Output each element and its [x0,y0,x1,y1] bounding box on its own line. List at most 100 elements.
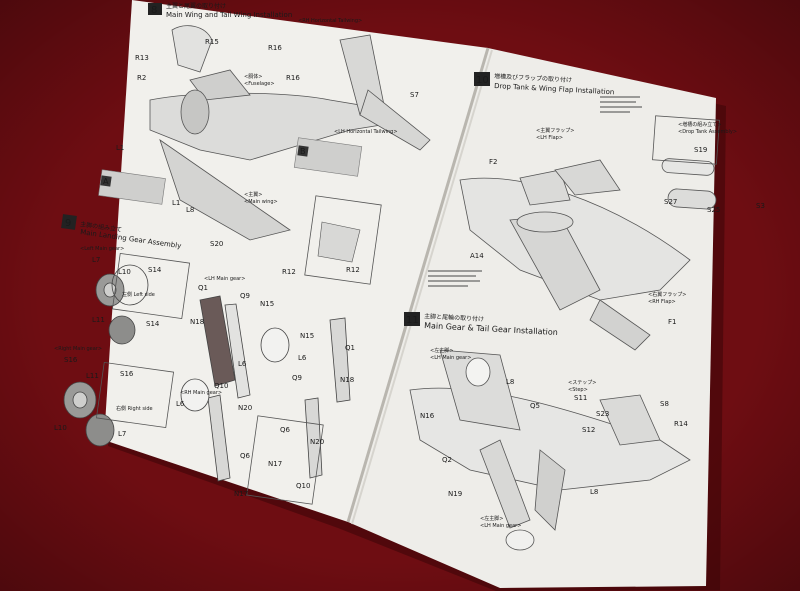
svg-text:Q2: Q2 [442,456,452,464]
step8-header: 8 主翼と尾翼の取り付け Main Wing and Tail Wing Ins… [148,2,292,19]
step10-part-labels: F2 S19 S27 S25 S3 A14 F1 <主翼フラップ> <LH Fl… [470,121,765,326]
svg-text:L10: L10 [118,268,131,276]
svg-text:L7: L7 [92,256,100,264]
svg-text:S23: S23 [596,410,609,418]
svg-text:Q6: Q6 [280,426,291,434]
svg-text:L1: L1 [116,144,124,152]
svg-text:F1: F1 [668,318,676,326]
svg-text:R12: R12 [282,268,296,276]
svg-text:S27: S27 [664,198,677,206]
svg-text:R16: R16 [268,44,282,52]
svg-text:N19: N19 [448,490,462,498]
svg-text:<左主脚>: <左主脚> [480,515,503,522]
svg-text:L6: L6 [176,400,185,408]
step9-part-labels: L7 L10 L11 S14 S14 Q1 Q9 N15 N18 L6 N15 … [54,246,355,498]
svg-text:S11: S11 [574,394,587,402]
svg-text:L8: L8 [506,378,514,386]
svg-text:L6: L6 [298,354,307,362]
svg-text:Q10: Q10 [296,482,310,490]
svg-text:L8: L8 [590,488,598,496]
svg-text:S16: S16 [64,356,78,364]
svg-text:S8: S8 [660,400,669,408]
svg-text:Main Wing and Tail Wing Instal: Main Wing and Tail Wing Installation [166,11,292,19]
svg-text:L6: L6 [238,360,247,368]
svg-text:Q1: Q1 [345,344,355,352]
svg-text:<LH Main gear>: <LH Main gear> [430,355,471,361]
svg-text:Q1: Q1 [198,284,208,292]
step10-aircraft-drawing [459,159,691,351]
svg-text:Q9: Q9 [240,292,250,300]
svg-text:主翼と尾翼の取り付け: 主翼と尾翼の取り付け [166,2,226,10]
svg-text:S12: S12 [582,426,595,434]
svg-text:Q6: Q6 [240,452,251,460]
option-b-box: B [293,137,363,177]
step11-aircraft-drawing [409,349,691,551]
svg-text:N18: N18 [190,318,204,326]
svg-text:R12: R12 [346,266,360,274]
svg-text:R14: R14 [674,420,688,428]
svg-text:左側 Left side: 左側 Left side [122,291,155,298]
svg-text:<ステップ>: <ステップ> [568,380,596,386]
svg-text:L8: L8 [186,206,194,214]
svg-text:L1: L1 [172,199,180,207]
svg-text:L10: L10 [54,424,67,432]
svg-text:N16: N16 [420,412,435,420]
svg-text:N15: N15 [260,300,274,308]
svg-text:A14: A14 [470,252,484,260]
svg-text:R2: R2 [137,74,146,82]
svg-text:R16: R16 [286,74,300,82]
svg-text:R15: R15 [205,38,219,46]
svg-text:L11: L11 [86,372,99,380]
svg-text:11: 11 [406,315,419,326]
svg-text:S20: S20 [210,240,223,248]
svg-text:L7: L7 [118,430,126,438]
svg-text:S3: S3 [756,202,765,210]
svg-text:S14: S14 [146,320,160,328]
svg-text:L11: L11 [92,316,105,324]
svg-text:F2: F2 [489,158,497,166]
svg-text:<Fuselage>: <Fuselage> [244,81,275,87]
svg-text:<増槽の組み立て>: <増槽の組み立て> [678,121,721,128]
svg-text:<LH Horizontal Tailwing>: <LH Horizontal Tailwing> [334,129,398,135]
svg-text:<Right Main gear>: <Right Main gear> [54,346,102,352]
svg-text:<LH Flap>: <LH Flap> [536,135,563,141]
svg-text:N17: N17 [234,490,248,498]
svg-text:10: 10 [476,75,489,86]
svg-text:9: 9 [65,218,71,229]
step11-part-labels: L8 N16 Q5 S11 S23 S12 S8 R14 Q2 N19 L8 <… [420,347,688,529]
step9-inset-frames [95,252,324,505]
instruction-text-blocks [428,96,642,287]
svg-text:S14: S14 [148,266,162,274]
booklet-spine [346,47,490,523]
svg-text:<Drop Tank Assembly>: <Drop Tank Assembly> [678,129,737,135]
svg-text:N15: N15 [300,332,314,340]
svg-text:主脚と尾輪の取り付け: 主脚と尾輪の取り付け [424,312,484,323]
step8-aircraft-drawing [149,25,431,241]
svg-text:<Left Main gear>: <Left Main gear> [80,246,124,252]
step8-detail-inset [304,195,382,285]
svg-text:A: A [103,177,109,186]
svg-text:<胴体>: <胴体> [244,73,262,80]
svg-text:<RH Main gear>: <RH Main gear> [180,390,222,396]
svg-text:<主翼フラップ>: <主翼フラップ> [536,127,574,134]
left-page-content: 8 主翼と尾翼の取り付け Main Wing and Tail Wing Ins… [54,2,431,505]
svg-text:S19: S19 [694,146,707,154]
svg-text:<LH Main gear>: <LH Main gear> [480,523,521,529]
svg-text:<RH Horizontal Tailwing>: <RH Horizontal Tailwing> [298,18,362,24]
step9-gear-drawings [63,264,351,482]
svg-text:Q5: Q5 [530,402,540,410]
step8-part-labels: R15 R13 R16 R16 R2 S7 L1 L1 L8 S20 R12 R… [116,18,419,276]
svg-text:<Step>: <Step> [568,387,588,393]
svg-text:S16: S16 [120,370,134,378]
drop-tank-drawing [652,115,720,210]
svg-text:S25: S25 [707,206,720,214]
svg-text:S7: S7 [410,91,419,99]
svg-text:<主翼>: <主翼> [244,191,262,198]
svg-text:右側 Right side: 右側 Right side [116,405,153,412]
svg-text:8: 8 [151,5,157,16]
right-page-content: 10 増槽及びフラップの取り付け Drop Tank & Wing Flap I… [404,72,765,551]
svg-text:R13: R13 [135,54,149,62]
option-a-box: A [98,169,166,205]
svg-text:<左主脚>: <左主脚> [430,347,453,354]
